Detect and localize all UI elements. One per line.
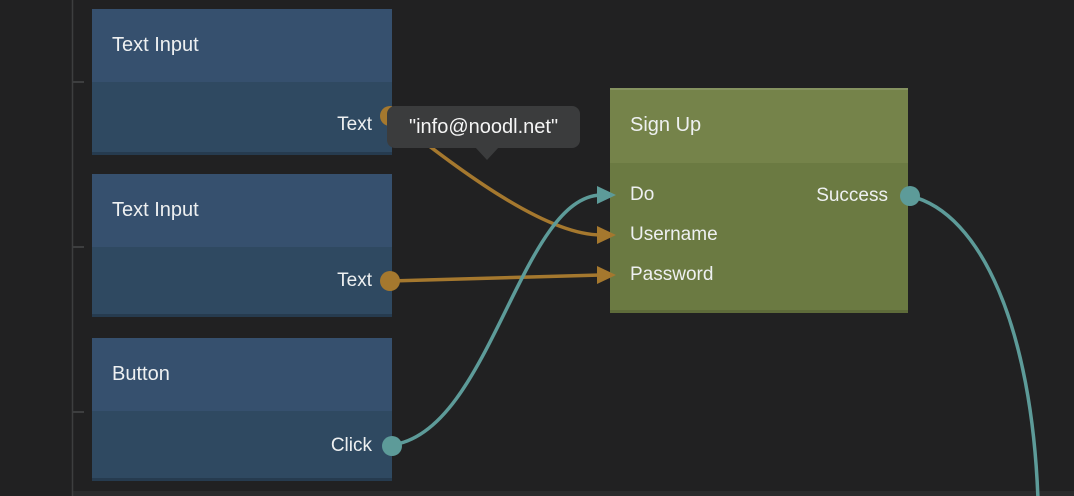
node-title: Text Input (112, 199, 199, 221)
wire-click-to-do[interactable] (389, 193, 603, 447)
node-title: Sign Up (630, 114, 702, 136)
output-label: Text (337, 114, 372, 135)
output-row-click[interactable]: Click (92, 431, 392, 461)
input-label: Password (630, 264, 714, 285)
node-header[interactable]: Button (92, 338, 392, 411)
node-body: Do Username Password Success (610, 163, 908, 313)
output-row-success[interactable]: Success (610, 181, 908, 211)
wire-success-to-offscreen[interactable] (908, 194, 1040, 496)
value-tooltip-pointer (475, 147, 499, 160)
output-label: Text (337, 270, 372, 291)
value-tooltip: "info@noodl.net" (387, 106, 581, 148)
node-text-input-2[interactable]: Text Input Text (92, 174, 392, 317)
output-label: Click (330, 435, 372, 456)
node-body: Text (92, 82, 392, 155)
node-header[interactable]: Sign Up (610, 88, 908, 163)
node-sign-up[interactable]: Sign Up Do Username Password Success (610, 88, 908, 313)
output-row-text[interactable]: Text (92, 266, 392, 296)
output-row-text[interactable]: Text (92, 110, 392, 140)
node-title: Text Input (112, 34, 199, 56)
output-label: Success (816, 185, 888, 206)
node-button[interactable]: Button Click (92, 338, 392, 481)
node-header[interactable]: Text Input (92, 174, 392, 247)
canvas-bottom-edge (73, 491, 1074, 496)
node-header[interactable]: Text Input (92, 9, 392, 82)
node-title: Button (112, 363, 170, 385)
input-label: Do (630, 184, 655, 205)
node-body: Click (92, 411, 392, 481)
input-label: Username (630, 224, 718, 245)
input-row-username[interactable]: Username (610, 220, 908, 250)
wire-text2-to-password[interactable] (388, 273, 603, 283)
node-text-input-1[interactable]: Text Input Text (92, 9, 392, 155)
input-row-password[interactable]: Password (610, 260, 908, 290)
node-body: Text (92, 247, 392, 317)
input-row-do[interactable]: Do (610, 180, 908, 210)
value-tooltip-text: "info@noodl.net" (409, 115, 559, 138)
